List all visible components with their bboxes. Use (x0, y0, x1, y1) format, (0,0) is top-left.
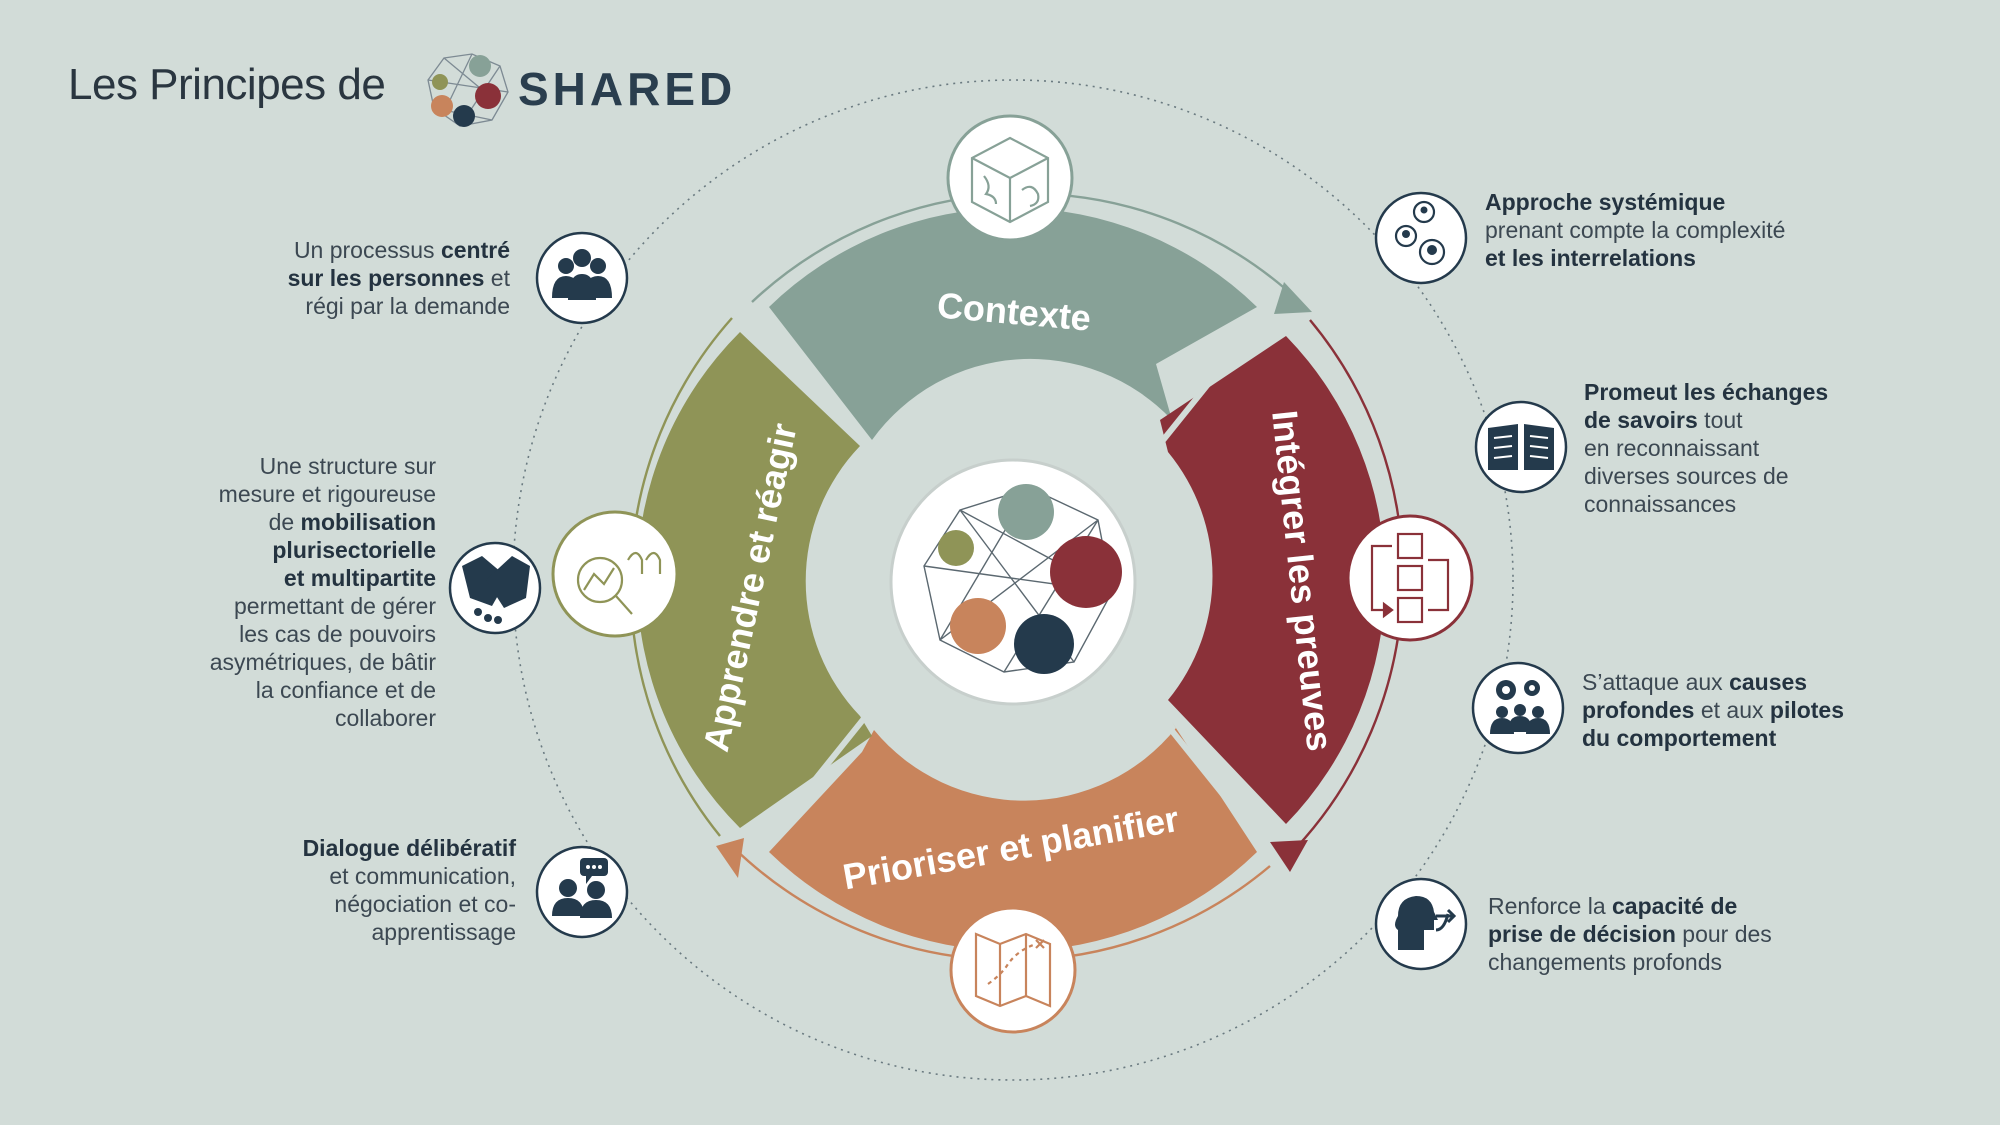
segment-apprendre (636, 332, 872, 828)
segment-integrer (1160, 336, 1386, 824)
principle-systemic: Approche systémique prenant compte la co… (1485, 189, 1786, 271)
gears-people-icon (1471, 661, 1565, 755)
center-hub (889, 458, 1137, 706)
segment-contexte (769, 207, 1257, 440)
outer-dotted-ring (512, 79, 1514, 1081)
people-group-icon (535, 231, 629, 325)
principle-knowledge: Promeut les échanges de savoirs tout en … (1584, 379, 1829, 517)
systemic-people-icon (1374, 191, 1468, 285)
principle-decision: Renforce la capacité de prise de décisio… (1488, 893, 1772, 975)
principle-root-causes: S’attaque aux causes profondes et aux pi… (1582, 669, 1845, 751)
arc-arrowhead-contexte (1274, 282, 1312, 314)
learning-search-icon (551, 510, 679, 638)
arc-arrowhead-prioriser (716, 838, 744, 878)
hub-dot-red (1050, 536, 1122, 608)
hub-dot-sage (998, 484, 1054, 540)
dialogue-icon (535, 845, 629, 939)
page-title: Les Principes de (68, 60, 386, 109)
cube-map-icon (946, 114, 1074, 242)
segment-prioriser (769, 722, 1257, 952)
brand-name: SHARED (518, 63, 737, 115)
decision-head-icon (1374, 877, 1468, 971)
open-book-icon (1474, 400, 1568, 494)
principle-multisector: Une structure sur mesure et rigoureuse d… (209, 453, 436, 731)
evidence-icon (1346, 514, 1474, 642)
treasure-map-icon (949, 906, 1077, 1034)
hub-dot-orange (950, 598, 1006, 654)
hub-dot-navy (1014, 614, 1074, 674)
shared-logo (427, 53, 509, 127)
hub-dot-olive (938, 530, 974, 566)
principle-people-centred: Un processus centré sur les personnes et… (287, 237, 510, 319)
principle-dialogue: Dialogue délibératif et communication, n… (302, 835, 516, 945)
handshake-icon (448, 541, 542, 635)
arc-arrowhead-preuves (1270, 840, 1308, 872)
